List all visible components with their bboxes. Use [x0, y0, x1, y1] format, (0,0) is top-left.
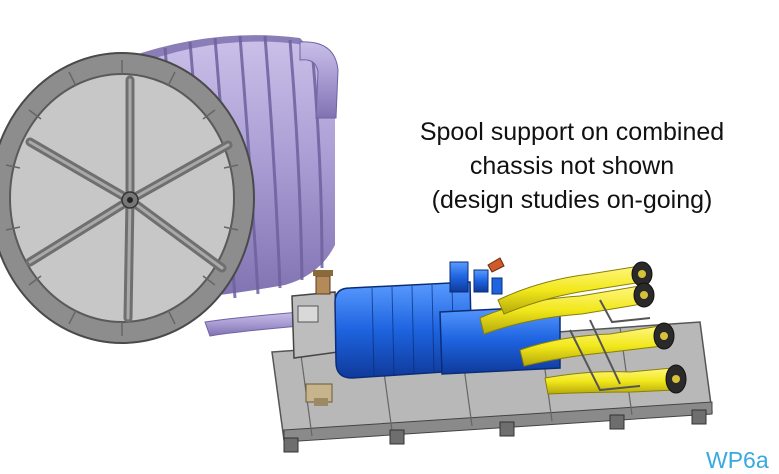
caption-line-1: Spool support on combined	[419, 118, 725, 146]
caption: Spool support on combined chassis not sh…	[372, 115, 772, 217]
hose-spool	[0, 35, 339, 344]
caption-line-2: chassis not shown	[469, 152, 675, 180]
valve-box	[291, 270, 339, 359]
transfer-hose	[204, 311, 301, 337]
work-package-tag: WP6a	[706, 447, 769, 473]
transfer-lines	[479, 261, 687, 395]
spool-flange	[0, 52, 255, 344]
support-structure	[569, 299, 651, 392]
caption-line-3: (design studies on-going)	[431, 186, 713, 214]
combined-chassis	[271, 257, 713, 453]
